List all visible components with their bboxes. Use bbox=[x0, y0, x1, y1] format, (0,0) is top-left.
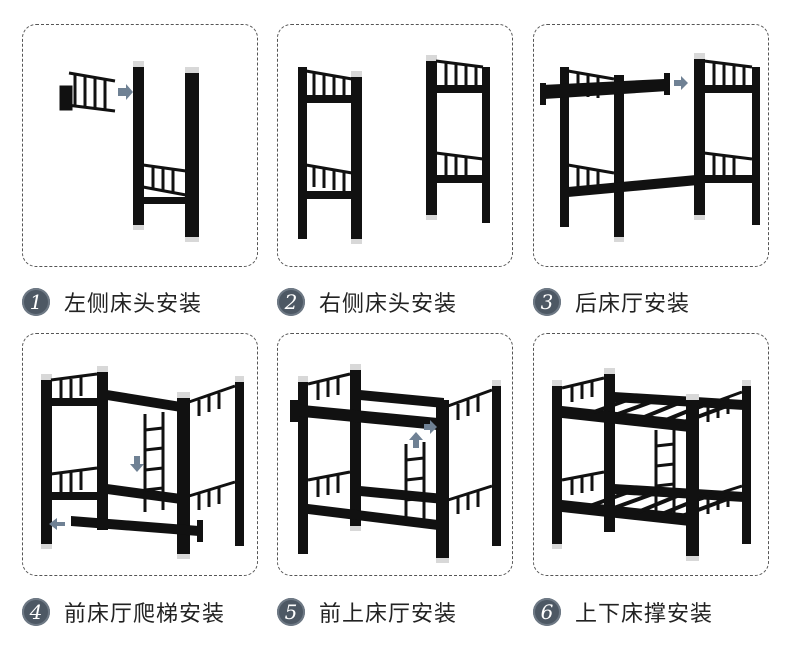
step-2-caption: 2 右侧床头安装 bbox=[277, 282, 457, 322]
step-number-badge: 4 bbox=[22, 598, 50, 626]
step-1-panel bbox=[22, 24, 258, 267]
step-1-illustration bbox=[59, 61, 199, 242]
step-number-badge: 6 bbox=[533, 598, 561, 626]
step-1-caption: 1 左侧床头安装 bbox=[22, 282, 202, 322]
step-number-badge: 3 bbox=[533, 288, 561, 316]
ladder bbox=[143, 412, 165, 512]
step-label: 右侧床头安装 bbox=[319, 292, 458, 317]
step-label: 前上床厅安装 bbox=[319, 602, 458, 627]
step-number-badge: 5 bbox=[277, 598, 305, 626]
step-label: 左侧床头安装 bbox=[64, 292, 203, 317]
arrow-up-icon bbox=[409, 432, 423, 448]
step-6-illustration bbox=[552, 368, 751, 561]
arrow-right-icon bbox=[118, 84, 133, 100]
step-5-caption: 5 前上床厅安装 bbox=[277, 592, 457, 632]
step-label: 后床厅安装 bbox=[575, 292, 691, 317]
step-3-panel bbox=[533, 24, 769, 267]
step-number-badge: 2 bbox=[277, 288, 305, 316]
ladder bbox=[654, 428, 676, 520]
arrow-right-icon bbox=[674, 76, 688, 90]
arrow-right-icon bbox=[424, 420, 437, 434]
right-post bbox=[185, 71, 199, 239]
step-4-caption: 4 前床厅爬梯安装 bbox=[22, 592, 225, 632]
step-6-panel bbox=[533, 333, 769, 576]
step-5-illustration bbox=[290, 364, 501, 563]
arrow-left-icon bbox=[49, 518, 65, 530]
step-3-caption: 3 后床厅安装 bbox=[533, 282, 690, 322]
step-2-illustration bbox=[298, 55, 490, 244]
headboard-rail bbox=[59, 71, 116, 113]
step-number-badge: 1 bbox=[22, 288, 50, 316]
step-6-caption: 6 上下床撑安装 bbox=[533, 592, 713, 632]
step-5-panel bbox=[277, 333, 513, 576]
left-post bbox=[133, 65, 144, 227]
ladder bbox=[404, 442, 426, 526]
step-4-panel bbox=[22, 333, 258, 576]
arrow-down-icon bbox=[130, 456, 144, 472]
step-3-illustration bbox=[540, 53, 760, 242]
step-2-panel bbox=[277, 24, 513, 267]
step-label: 前床厅爬梯安装 bbox=[64, 602, 226, 627]
step-label: 上下床撑安装 bbox=[575, 602, 714, 627]
step-4-illustration bbox=[41, 366, 244, 559]
